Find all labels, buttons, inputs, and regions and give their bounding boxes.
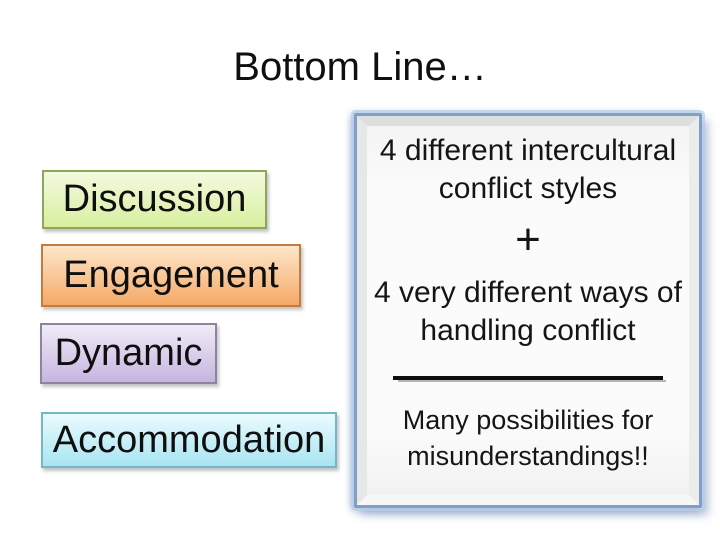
summary-panel-bevel: 4 different intercultural conflict style… bbox=[357, 116, 699, 505]
style-box-label: Dynamic bbox=[54, 332, 203, 374]
summary-line: misunderstandings!! bbox=[407, 441, 649, 471]
style-box-label: Discussion bbox=[62, 178, 247, 220]
slide-title: Bottom Line… bbox=[233, 45, 487, 89]
style-box-engagement: Engagement bbox=[41, 244, 301, 307]
style-box-label: Accommodation bbox=[52, 418, 326, 461]
divider-line bbox=[393, 376, 663, 380]
summary-line: conflict styles bbox=[438, 172, 618, 205]
style-box-accommodation: Accommodation bbox=[41, 412, 337, 468]
summary-line: handling conflict bbox=[420, 314, 636, 347]
summary-para-misunderstandings: Many possibilities for misunderstandings… bbox=[403, 402, 654, 474]
plus-sign: + bbox=[515, 215, 541, 264]
style-box-label: Engagement bbox=[63, 254, 279, 296]
summary-para-styles: 4 different intercultural conflict style… bbox=[380, 132, 676, 208]
style-box-dynamic: Dynamic bbox=[40, 323, 217, 384]
summary-line: 4 different intercultural bbox=[379, 134, 677, 167]
style-box-discussion: Discussion bbox=[42, 170, 267, 229]
summary-para-ways: 4 very different ways of handling confli… bbox=[374, 274, 682, 350]
summary-line: 4 very different ways of bbox=[374, 276, 682, 309]
summary-panel: 4 different intercultural conflict style… bbox=[354, 113, 702, 508]
summary-line: Many possibilities for bbox=[402, 405, 654, 435]
